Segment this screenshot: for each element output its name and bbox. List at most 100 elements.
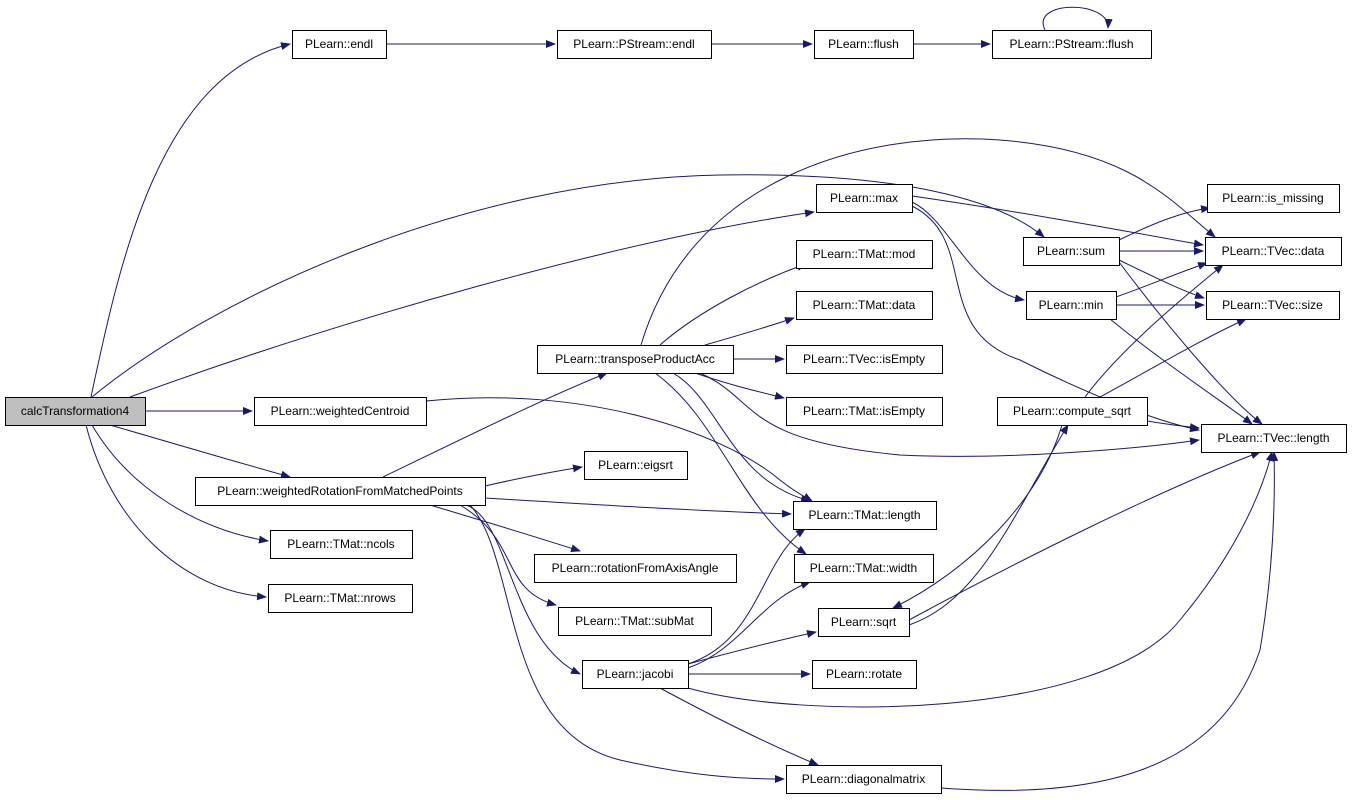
node-label: PLearn::rotate: [826, 667, 902, 681]
edge-transposeProductAcc-to-tvec_data: [640, 138, 1216, 346]
node-box: [793, 501, 937, 530]
node-sum[interactable]: PLearn::sum: [1023, 237, 1120, 266]
node-tmat_subMat[interactable]: PLearn::TMat::subMat: [558, 607, 712, 636]
edge-max-to-min: [911, 201, 1025, 303]
node-label: PLearn::TMat::ncols: [287, 537, 394, 551]
node-tmat_data[interactable]: PLearn::TMat::data: [796, 291, 933, 320]
edge-weightedRotation-to-transposeProductAcc: [382, 372, 608, 478]
node-label: PLearn::sqrt: [831, 615, 897, 629]
node-transposeProductAcc[interactable]: PLearn::transposeProductAcc: [537, 345, 734, 374]
node-box: [1201, 424, 1347, 453]
node-label: PLearn::max: [830, 191, 898, 205]
edge-calcTransformation4-to-tmat_nrows: [85, 424, 267, 601]
edge-weightedRotation-to-eigsrt: [484, 464, 583, 487]
node-weightedRotation[interactable]: PLearn::weightedRotationFromMatchedPoint…: [195, 477, 486, 506]
node-tmat_mod[interactable]: PLearn::TMat::mod: [796, 240, 933, 269]
node-rotate[interactable]: PLearn::rotate: [812, 660, 917, 689]
edge-max-to-tvec_data: [911, 195, 1204, 248]
edge-transposeProductAcc-to-tvec_length: [699, 372, 1200, 457]
node-label: PLearn::TMat::nrows: [284, 591, 395, 605]
node-label: PLearn::TVec::size: [1222, 298, 1323, 312]
node-pstream_flush[interactable]: PLearn::PStream::flush: [992, 30, 1152, 59]
node-compute_sqrt[interactable]: PLearn::compute_sqrt: [997, 397, 1148, 426]
node-label: PLearn::rotationFromAxisAngle: [552, 561, 719, 575]
edge-transposeProductAcc-to-tmat_width: [654, 372, 807, 555]
edge-transposeProductAcc-to-tmat_isEmpty: [694, 372, 785, 400]
node-box: [268, 584, 413, 613]
node-box: [794, 554, 934, 583]
node-box: [1205, 237, 1342, 266]
node-label: PLearn::compute_sqrt: [1013, 404, 1132, 418]
edge-weightedRotation-to-tmat_length: [484, 497, 792, 518]
node-label: PLearn::weightedCentroid: [271, 404, 410, 418]
edge-calcTransformation4-to-endl: [90, 42, 291, 398]
edge-sum-to-tvec_size: [1118, 259, 1205, 299]
edge-transposeProductAcc-to-tmat_data: [704, 317, 795, 346]
node-box: [195, 477, 486, 506]
node-box: [254, 397, 427, 426]
node-label: calcTransformation4: [21, 404, 130, 418]
node-sqrt[interactable]: PLearn::sqrt: [818, 608, 910, 637]
edge-diagonalmatrix-to-tvec_length: [940, 451, 1279, 791]
edge-compute_sqrt-to-tvec_size: [1099, 318, 1247, 398]
node-label: PLearn::TVec::isEmpty: [803, 352, 925, 366]
node-label: PLearn::diagonalmatrix: [802, 772, 925, 786]
node-box: [1206, 291, 1340, 320]
node-tmat_isEmpty[interactable]: PLearn::TMat::isEmpty: [786, 397, 943, 426]
edge-weightedRotation-to-jacobi: [465, 504, 581, 675]
node-is_missing[interactable]: PLearn::is_missing: [1207, 184, 1340, 213]
edge-jacobi-to-sqrt: [687, 630, 817, 665]
node-tmat_width[interactable]: PLearn::TMat::width: [794, 554, 934, 583]
node-box: [584, 451, 688, 480]
node-box: [814, 30, 914, 59]
node-tmat_length[interactable]: PLearn::TMat::length: [793, 501, 937, 530]
edge-jacobi-to-tvec_length: [687, 451, 1274, 708]
node-endl[interactable]: PLearn::endl: [292, 30, 387, 59]
node-box: [1207, 184, 1340, 213]
node-box: [1023, 237, 1120, 266]
node-calcTransformation4[interactable]: calcTransformation4: [5, 397, 146, 426]
node-max[interactable]: PLearn::max: [816, 184, 913, 213]
node-label: PLearn::TMat::mod: [813, 247, 916, 261]
node-label: PLearn::endl: [305, 37, 373, 51]
node-tvec_length[interactable]: PLearn::TVec::length: [1201, 424, 1347, 453]
node-label: PLearn::TVec::data: [1222, 244, 1325, 258]
node-rotationFromAxisAngle[interactable]: PLearn::rotationFromAxisAngle: [534, 554, 737, 583]
edge-sum-to-tvec_length: [1118, 261, 1263, 425]
node-box: [537, 345, 734, 374]
node-box: [818, 608, 910, 637]
node-weightedCentroid[interactable]: PLearn::weightedCentroid: [254, 397, 427, 426]
node-tvec_size[interactable]: PLearn::TVec::size: [1206, 291, 1340, 320]
node-pstream_endl[interactable]: PLearn::PStream::endl: [557, 30, 712, 59]
edge-calcTransformation4-to-max: [129, 209, 815, 398]
edge-jacobi-to-tmat_length: [687, 528, 806, 665]
node-min[interactable]: PLearn::min: [1026, 291, 1117, 320]
edge-calcTransformation4-to-tmat_ncols: [91, 424, 269, 544]
edge-weightedRotation-to-diagonalmatrix: [469, 504, 785, 783]
node-label: PLearn::transposeProductAcc: [555, 352, 714, 366]
node-flush[interactable]: PLearn::flush: [814, 30, 914, 59]
node-eigsrt[interactable]: PLearn::eigsrt: [584, 451, 688, 480]
node-label: PLearn::PStream::flush: [1009, 37, 1133, 51]
node-box: [812, 660, 917, 689]
node-tmat_nrows[interactable]: PLearn::TMat::nrows: [268, 584, 413, 613]
node-tvec_isEmpty[interactable]: PLearn::TVec::isEmpty: [786, 345, 943, 374]
node-box: [292, 30, 387, 59]
node-box: [5, 397, 146, 426]
edge-sqrt-to-compute_sqrt: [908, 424, 1069, 626]
node-label: PLearn::TMat::data: [813, 298, 916, 312]
node-box: [992, 30, 1152, 59]
node-diagonalmatrix[interactable]: PLearn::diagonalmatrix: [786, 765, 942, 794]
node-jacobi[interactable]: PLearn::jacobi: [582, 660, 689, 689]
node-box: [816, 184, 913, 213]
node-tvec_data[interactable]: PLearn::TVec::data: [1205, 237, 1342, 266]
node-label: PLearn::weightedRotationFromMatchedPoint…: [217, 484, 462, 498]
node-label: PLearn::TVec::length: [1217, 431, 1329, 445]
edge-min-to-tvec_length: [1109, 318, 1253, 425]
node-box: [558, 607, 712, 636]
edge-pstream_flush-to-pstream_flush: [1042, 6, 1113, 31]
node-label: PLearn::PStream::endl: [573, 37, 694, 51]
node-tmat_ncols[interactable]: PLearn::TMat::ncols: [270, 530, 413, 559]
edge-transposeProductAcc-to-tmat_mod: [659, 263, 807, 346]
